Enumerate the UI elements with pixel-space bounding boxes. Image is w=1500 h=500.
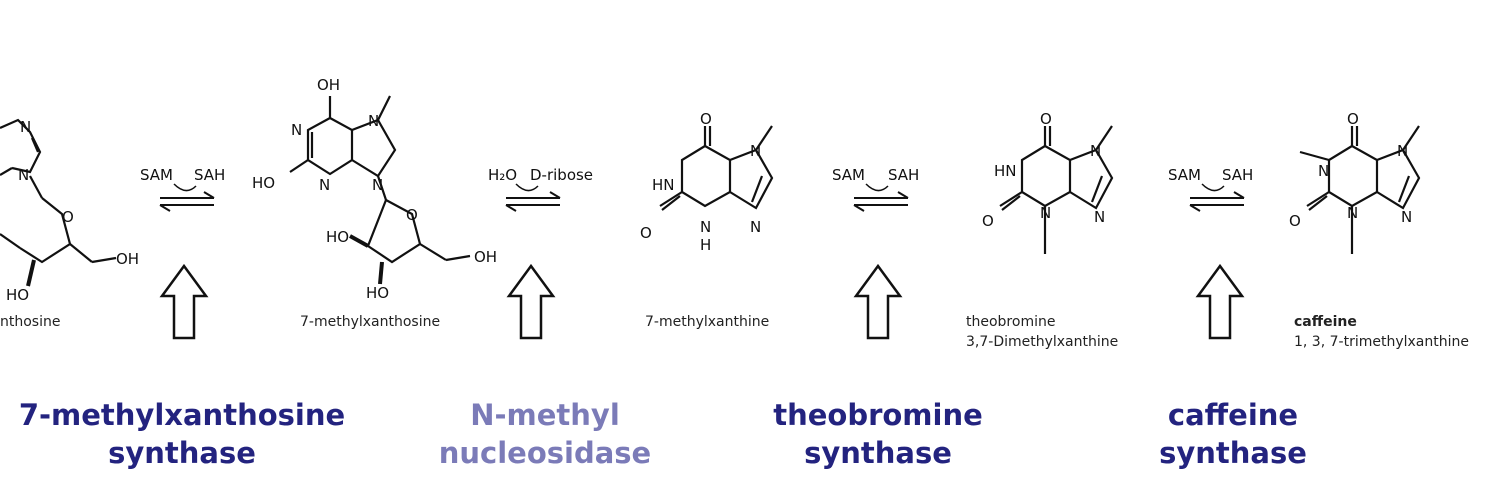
molecule-caffeine	[1299, 125, 1421, 254]
atom-n: N	[750, 218, 761, 236]
enzyme-name-line1: N-methyl	[470, 398, 620, 432]
equilibrium-arrow	[505, 191, 561, 212]
atom-o: O	[1347, 110, 1359, 128]
atom-n: N	[319, 176, 330, 194]
cofactor-curve	[173, 183, 197, 192]
compound-label-caffeine: caffeine	[1294, 314, 1357, 330]
atom-h: H	[700, 236, 711, 254]
cofactor-curve	[1201, 183, 1225, 192]
cofactor-curve	[515, 183, 539, 192]
reaction-step-4: SAM SAH	[1168, 166, 1253, 212]
molecule-xanthosine	[0, 118, 117, 287]
atom-n: N	[372, 176, 383, 194]
cofactor-in: H₂O	[488, 166, 517, 184]
atom-n: N	[1090, 142, 1101, 160]
enzyme-name-line2: synthase	[108, 436, 256, 470]
molecule-7-methylxanthine	[659, 125, 774, 211]
enzyme-name-line2: synthase	[1159, 436, 1307, 470]
atom-n: N	[18, 166, 29, 184]
atom-n: N	[291, 121, 302, 139]
atom-ho: HO	[326, 228, 349, 246]
molecule-7-methylxanthine-atoms: O HN O N H N N	[640, 110, 761, 254]
cofactor-out: SAH	[194, 166, 225, 184]
enzyme-7-methylxanthosine-synthase: 7-methylxanthosine synthase	[12, 396, 352, 472]
atom-n: N	[368, 112, 379, 130]
reaction-step-3: SAM SAH	[832, 166, 919, 212]
cofactor-in: SAM	[1168, 166, 1201, 184]
molecule-xanthosine-atoms: N N O OH HO	[6, 118, 139, 304]
atom-n: N	[20, 118, 31, 136]
atom-n: N	[1397, 142, 1408, 160]
atom-oh: OH	[474, 248, 497, 266]
atom-o: O	[62, 208, 74, 226]
atom-o: O	[1040, 110, 1052, 128]
enzyme-arrow-2	[506, 263, 556, 340]
atom-n: N	[750, 142, 761, 160]
atom-hn: HN	[652, 176, 675, 194]
molecule-caffeine-atoms: O N O N N N	[1289, 110, 1412, 230]
atom-n: N	[1318, 162, 1329, 180]
atom-o: O	[1289, 212, 1301, 230]
atom-ho: HO	[6, 286, 29, 304]
enzyme-name-line2: nucleosidase	[438, 436, 652, 470]
atom-hn: HN	[994, 162, 1017, 180]
compound-sublabel-theobromine: 3,7-Dimethylxanthine	[966, 334, 1119, 350]
molecule-7-methylxanthosine	[289, 95, 471, 285]
cofactor-out: D-ribose	[530, 166, 593, 184]
enzyme-name-line1: caffeine	[1167, 398, 1299, 432]
reaction-step-1: SAM SAH	[140, 166, 225, 212]
enzyme-arrow-1	[159, 263, 209, 340]
equilibrium-arrow	[159, 191, 215, 212]
cofactor-curve	[865, 183, 889, 192]
atom-n: N	[1401, 208, 1412, 226]
atom-n: N	[1094, 208, 1105, 226]
cofactor-in: SAM	[140, 166, 173, 184]
atom-o: O	[982, 212, 994, 230]
atom-n: N	[700, 218, 711, 236]
enzyme-name-line2: synthase	[804, 436, 952, 470]
atom-oh: OH	[317, 76, 340, 94]
enzyme-caffeine-synthase: caffeine synthase	[1063, 396, 1403, 472]
compound-label-xanthosine: nthosine	[0, 314, 61, 330]
enzyme-arrow-4	[1195, 263, 1245, 340]
enzyme-arrow-3	[853, 263, 903, 340]
cofactor-out: SAH	[888, 166, 919, 184]
atom-o: O	[640, 224, 652, 242]
atom-oh: OH	[116, 250, 139, 268]
atom-o: O	[406, 206, 418, 224]
molecule-theobromine-atoms: O HN O N N N	[982, 110, 1105, 230]
enzyme-theobromine-synthase: theobromine synthase	[708, 396, 1048, 472]
atom-ho: HO	[252, 174, 275, 192]
enzyme-n-methyl-nucleosidase: N-methyl nucleosidase	[375, 396, 715, 472]
compound-sublabel-caffeine: 1, 3, 7-trimethylxanthine	[1294, 334, 1469, 350]
molecule-theobromine	[999, 125, 1114, 254]
atom-ho: HO	[366, 284, 389, 302]
compound-label-7-methylxanthosine: 7-methylxanthosine	[300, 314, 441, 330]
cofactor-out: SAH	[1222, 166, 1253, 184]
reaction-step-2: H₂O D-ribose	[488, 166, 593, 212]
atom-n: N	[1040, 204, 1051, 222]
atom-o: O	[700, 110, 712, 128]
molecule-7-methylxanthosine-atoms: OH N N N N HO O HO OH HO	[252, 76, 497, 302]
equilibrium-arrow	[853, 191, 909, 212]
atom-n: N	[1347, 204, 1358, 222]
cofactor-in: SAM	[832, 166, 865, 184]
equilibrium-arrow	[1189, 191, 1245, 212]
compound-label-7-methylxanthine: 7-methylxanthine	[645, 314, 770, 330]
enzyme-name-line1: theobromine	[773, 398, 983, 432]
enzyme-name-line1: 7-methylxanthosine	[18, 398, 346, 432]
compound-label-theobromine: theobromine	[966, 314, 1056, 330]
